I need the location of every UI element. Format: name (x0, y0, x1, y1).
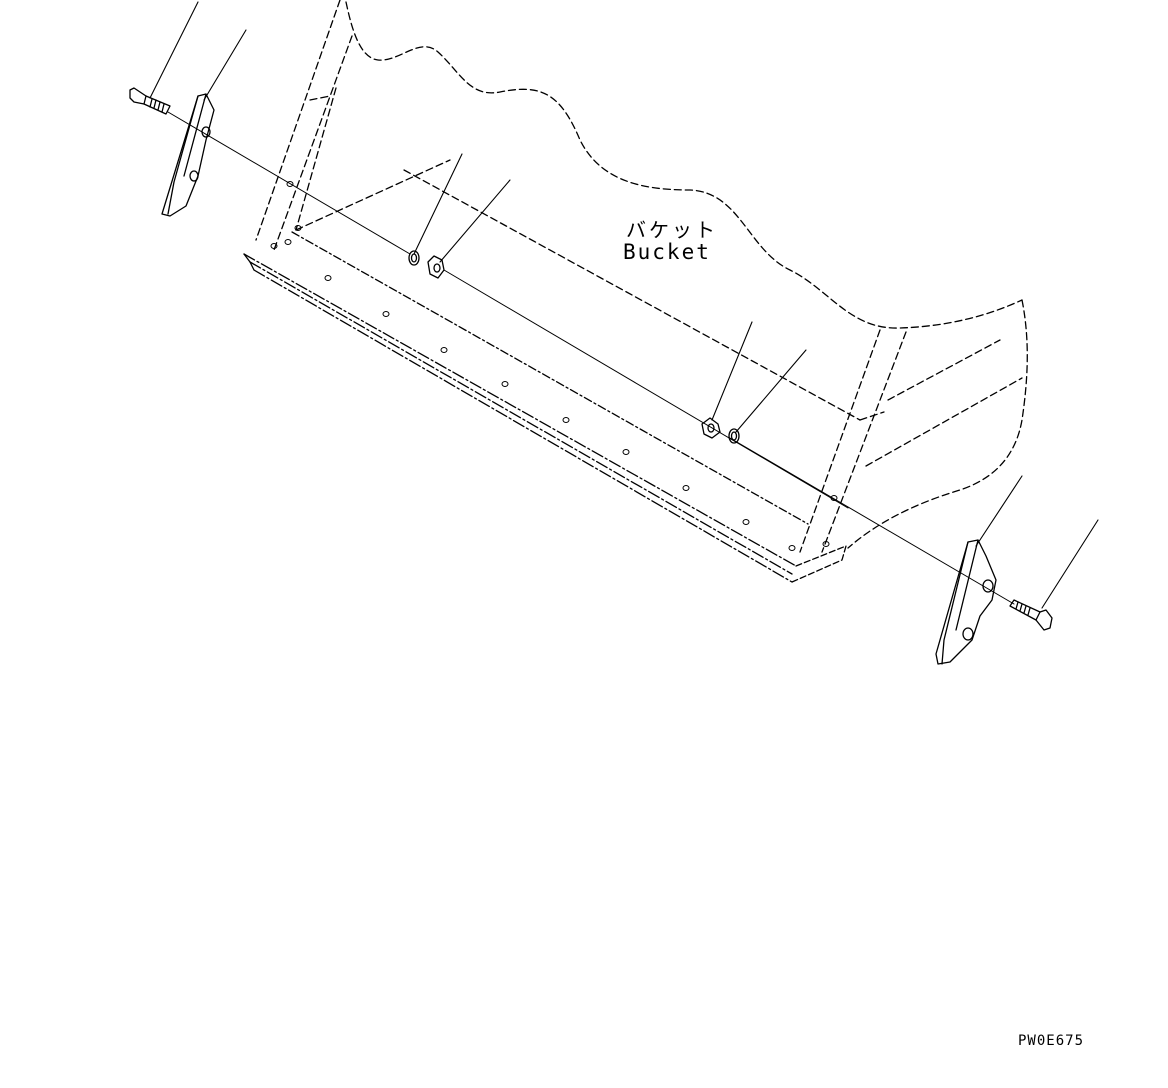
fastener-axis-lines (167, 111, 1015, 605)
bucket-outline (255, 0, 1028, 553)
bucket-label-japanese: バケット (626, 218, 718, 242)
leader-lines (149, 1, 1099, 609)
bolt-holes (270, 181, 838, 551)
left-washer-and-nut (408, 250, 445, 279)
right-bolt (1009, 599, 1053, 631)
left-side-cutter (161, 93, 215, 217)
left-bolt (129, 87, 171, 115)
cutting-edge (243, 231, 847, 583)
bucket-label-english: Bucket (623, 240, 711, 264)
right-side-cutter (935, 539, 997, 665)
right-nut-and-washer (701, 417, 740, 444)
drawing-number: PW0E675 (1018, 1033, 1085, 1049)
